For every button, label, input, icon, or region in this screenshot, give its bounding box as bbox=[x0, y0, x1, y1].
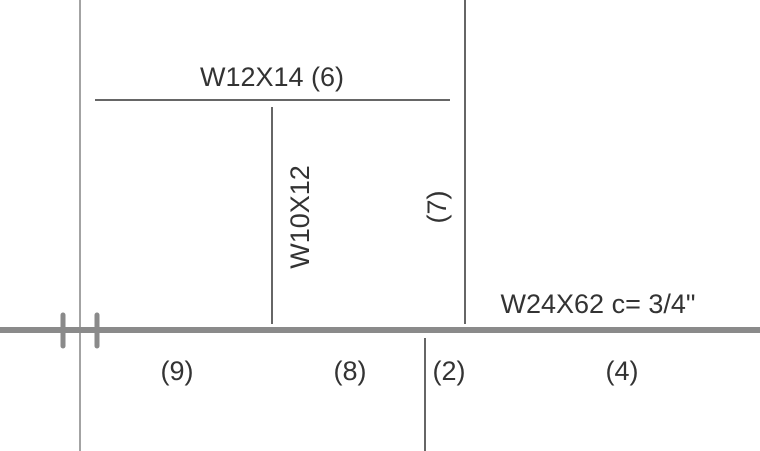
main-beam-label: W24X62 c= 3/4" bbox=[501, 289, 696, 319]
top-beam-label: W12X14 (6) bbox=[200, 62, 344, 92]
right-member-label: (7) bbox=[422, 191, 452, 224]
bay-4-label: (4) bbox=[606, 356, 639, 386]
bay-9-label: (9) bbox=[161, 356, 194, 386]
bay-8-label: (8) bbox=[334, 356, 367, 386]
bay-2-label: (2) bbox=[433, 356, 466, 386]
vertical-beam-label: W10X12 bbox=[285, 165, 315, 269]
